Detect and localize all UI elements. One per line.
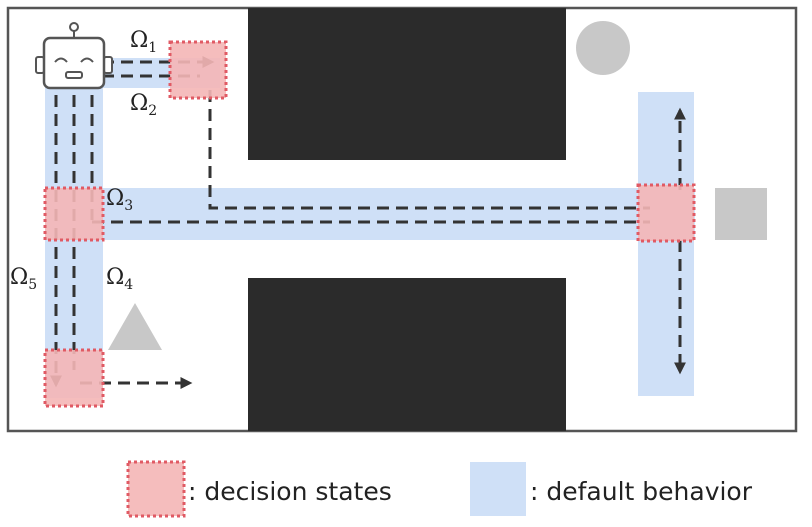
wall-top — [248, 8, 566, 160]
omega-2-label: Ω2 — [130, 91, 157, 119]
omega-4-label: Ω4 — [106, 265, 133, 293]
omega-1-label: Ω1 — [130, 28, 157, 56]
omega-5-label: Ω5 — [10, 265, 37, 293]
decision-state-top — [168, 40, 228, 100]
wall-bottom — [248, 278, 566, 431]
robot-icon — [35, 22, 113, 90]
default-corridor-right — [638, 92, 694, 396]
decision-states — [43, 40, 696, 408]
decision-state-bottom-left — [43, 348, 105, 408]
legend: : decision states : default behavior — [126, 460, 753, 518]
square-goal-icon — [715, 188, 767, 240]
legend-decision-label: : decision states — [188, 477, 392, 506]
default-corridor-middle — [45, 188, 695, 240]
legend-decision-swatch — [126, 460, 186, 518]
omega-3-label: Ω3 — [106, 186, 133, 214]
triangle-goal-icon — [108, 303, 162, 350]
legend-default-swatch — [470, 462, 526, 516]
decision-state-left-middle — [43, 186, 105, 242]
path-top-to-right — [208, 90, 650, 210]
circle-goal-icon — [576, 21, 630, 75]
legend-default-label: : default behavior — [530, 477, 753, 506]
decision-state-right — [636, 183, 696, 243]
